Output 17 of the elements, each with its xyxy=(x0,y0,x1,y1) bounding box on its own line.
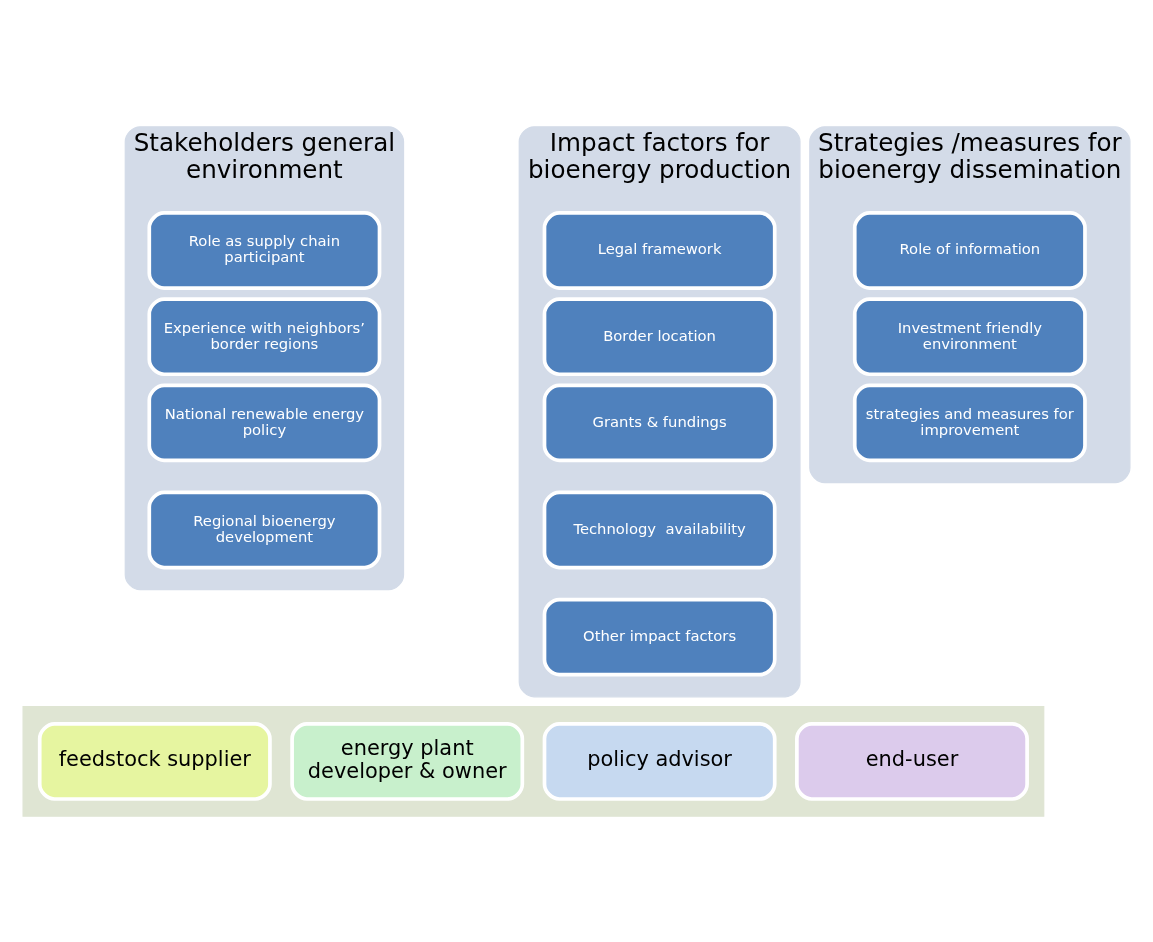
node-box: Other impact factors xyxy=(542,597,777,676)
node-box: Role as supply chain participant xyxy=(147,210,382,290)
node-box: strategies and measures for improvement xyxy=(852,382,1087,462)
node-box: Investment friendly environment xyxy=(852,296,1087,376)
node-box: Grants & fundings xyxy=(542,382,777,462)
node-box: Regional bioenergy development xyxy=(147,490,382,569)
node-box: Technology availability xyxy=(542,490,777,569)
node-box: policy advisor xyxy=(542,721,777,801)
node-box: Border location xyxy=(542,296,777,376)
node-box: end-user xyxy=(795,721,1029,801)
node-box: National renewable energy policy xyxy=(147,382,382,462)
node-box: energy plant developer & owner xyxy=(290,721,525,801)
node-box: Experience with neighbors’ border regions xyxy=(147,296,382,376)
node-box: Role of information xyxy=(852,210,1087,290)
node-box: feedstock supplier xyxy=(37,721,272,801)
cluster xyxy=(22,705,1045,817)
node-box: Legal framework xyxy=(542,210,777,290)
